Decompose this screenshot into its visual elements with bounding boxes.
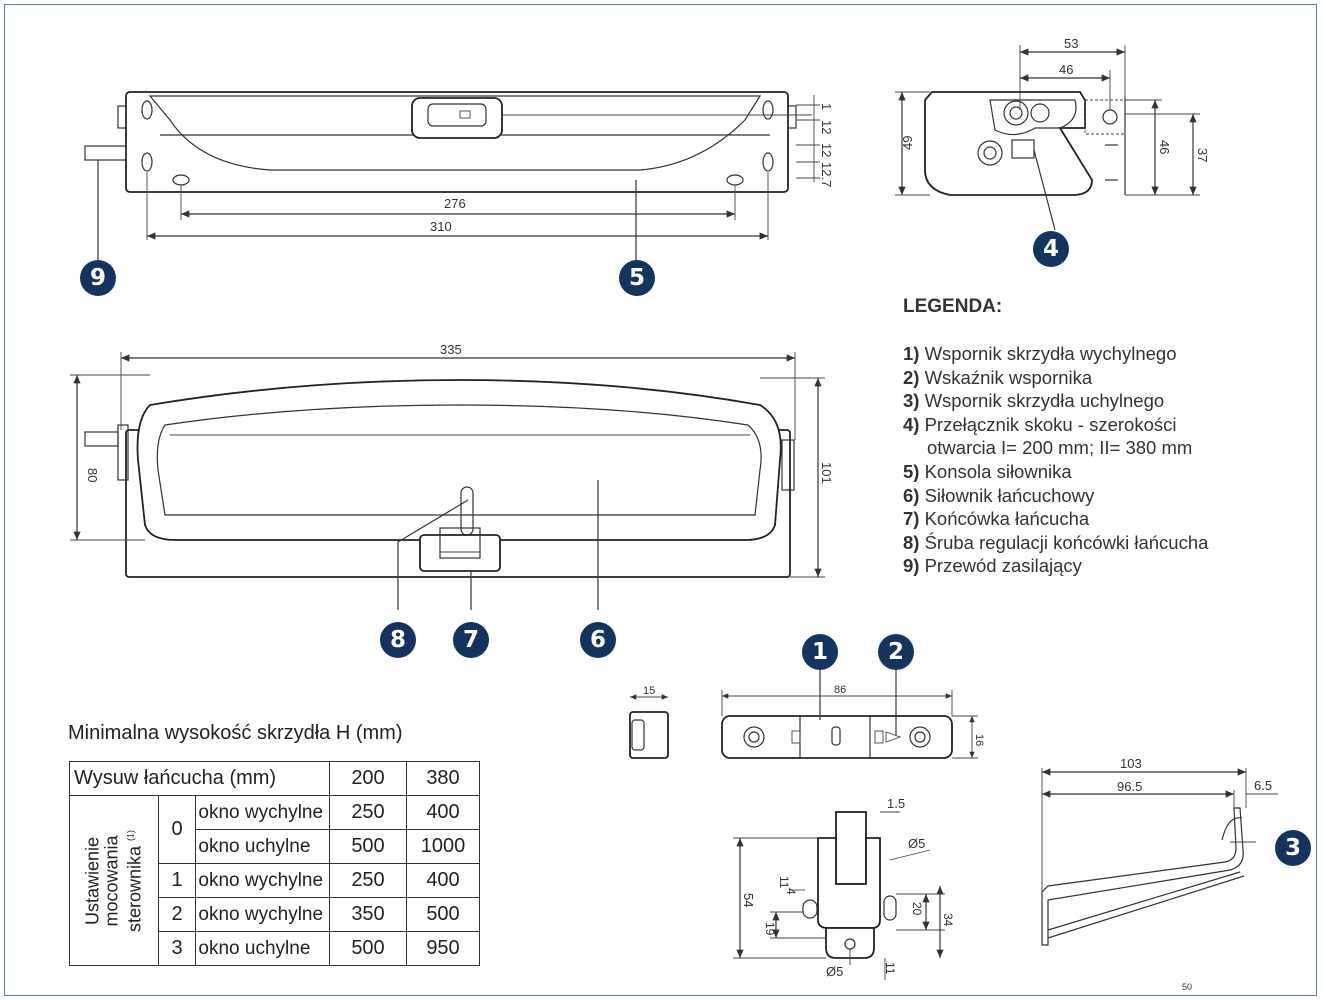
legend-item-8: 8) Śruba regulacji końcówki łańcucha xyxy=(903,531,1209,553)
window-type-cell: okno wychylne xyxy=(195,897,330,932)
value-cell: 500 xyxy=(406,897,480,932)
dim-37: 37 xyxy=(1195,148,1210,162)
legend-item-1: 1) Wspornik skrzydła wychylnego xyxy=(903,343,1177,364)
callout-4: 4 xyxy=(1033,231,1069,267)
dim-16: 16 xyxy=(973,734,985,746)
dim-11-bottom: 11 xyxy=(883,962,897,975)
value-cell: 250 xyxy=(329,795,407,830)
dim-46-side: 46 xyxy=(1157,140,1172,154)
callout-3: 3 xyxy=(1275,830,1311,866)
bracket-side-view: 103 96.5 6.5 50 xyxy=(1041,756,1278,992)
dim-11-left: 11 xyxy=(777,876,791,889)
dim-19: 19 xyxy=(763,922,777,936)
dim-86: 86 xyxy=(834,684,846,696)
dim-50: 50 xyxy=(1182,982,1192,992)
dim-46-top: 46 xyxy=(1059,62,1073,77)
setting-cell: 3 xyxy=(157,931,197,966)
header-label: Wysuw łańcucha (mm) xyxy=(69,761,330,796)
dim-20: 20 xyxy=(910,902,924,916)
dim-276: 276 xyxy=(444,196,466,211)
dim-103: 103 xyxy=(1120,756,1142,771)
dim-4: 4 xyxy=(784,888,798,895)
value-cell: 1000 xyxy=(406,829,480,864)
dim-80: 80 xyxy=(85,468,100,482)
legend-item-3: 3) Wspornik skrzydła uchylnego xyxy=(903,390,1165,412)
window-type-cell: okno uchylne xyxy=(195,829,330,864)
value-cell: 950 xyxy=(406,931,480,966)
setting-cell: 2 xyxy=(157,897,197,932)
value-cell: 500 xyxy=(329,931,407,966)
legend: LEGENDA: 1) Wspornik skrzydła wychylnego… xyxy=(903,296,1303,578)
dim-96-5: 96.5 xyxy=(1117,779,1142,794)
header-380: 380 xyxy=(406,761,480,796)
dim-top-12b: 12 xyxy=(819,143,834,157)
side-view: 53 46 49 46 37 xyxy=(895,36,1210,231)
legend-item-5: 5) Konsola siłownika xyxy=(903,460,1072,482)
window-type-cell: okno wychylne xyxy=(195,795,330,830)
dim-101: 101 xyxy=(819,462,834,484)
table-title: Minimalna wysokość skrzydła H (mm) xyxy=(68,722,403,744)
dim-15: 15 xyxy=(643,685,655,697)
legend-item-6: 6) Siłownik łańcuchowy xyxy=(903,484,1095,506)
front-view: 335 80 101 xyxy=(70,342,834,610)
dim-34: 34 xyxy=(941,913,955,927)
dim-6-5: 6.5 xyxy=(1254,778,1272,793)
legend-title: LEGENDA: xyxy=(903,296,1003,317)
window-type-cell: okno wychylne xyxy=(195,863,330,898)
bracket-front-view: 54 1.5 Ø5 11 4 19 20 34 Ø5 11 xyxy=(733,796,955,980)
callout-5: 5 xyxy=(619,260,655,296)
callout-7: 7 xyxy=(453,622,489,658)
dim-top-1: 1 xyxy=(819,103,834,110)
dim-top-12a: 12 xyxy=(819,120,834,134)
callout-2: 2 xyxy=(878,634,914,670)
dim-top-127: 12.7 xyxy=(819,162,834,187)
page-frame xyxy=(4,4,1317,996)
legend-item-7: 7) Końcówka łańcucha xyxy=(903,508,1090,530)
dim-49: 49 xyxy=(900,136,915,150)
legend-item-2: 2) Wskaźnik wspornika xyxy=(903,366,1093,388)
dim-54: 54 xyxy=(741,893,756,907)
dim-310: 310 xyxy=(430,219,452,234)
bracket-top-view: 15 86 16 xyxy=(629,668,985,759)
table-row: 3 okno uchylne 500 950 xyxy=(70,931,480,966)
header-200: 200 xyxy=(329,761,407,796)
dim-1-5: 1.5 xyxy=(887,796,905,811)
table-header-row: Wysuw łańcucha (mm) 200 380 xyxy=(69,761,480,796)
value-cell: 400 xyxy=(406,863,480,898)
dim-o5-bottom: Ø5 xyxy=(826,964,843,979)
callout-9: 9 xyxy=(80,260,116,296)
table-row: 1 okno wychylne 250 400 xyxy=(70,863,480,898)
dim-o5-top: Ø5 xyxy=(908,836,925,851)
value-cell: 400 xyxy=(406,795,480,830)
value-cell: 500 xyxy=(329,829,407,864)
setting-cell: 1 xyxy=(157,863,197,898)
callout-1: 1 xyxy=(802,634,838,670)
window-type-cell: okno uchylne xyxy=(195,931,330,966)
top-view: 1 12 12 12.7 276 310 xyxy=(84,91,834,262)
callout-6: 6 xyxy=(580,622,616,658)
dim-335: 335 xyxy=(440,342,462,357)
setting-cell: 0 xyxy=(157,795,197,864)
dim-53: 53 xyxy=(1064,36,1078,51)
value-cell: 350 xyxy=(329,897,407,932)
table-row: 2 okno wychylne 350 500 xyxy=(70,897,480,932)
legend-item-9: 9) Przewód zasilający xyxy=(903,555,1082,577)
callout-8: 8 xyxy=(380,622,416,658)
value-cell: 250 xyxy=(329,863,407,898)
